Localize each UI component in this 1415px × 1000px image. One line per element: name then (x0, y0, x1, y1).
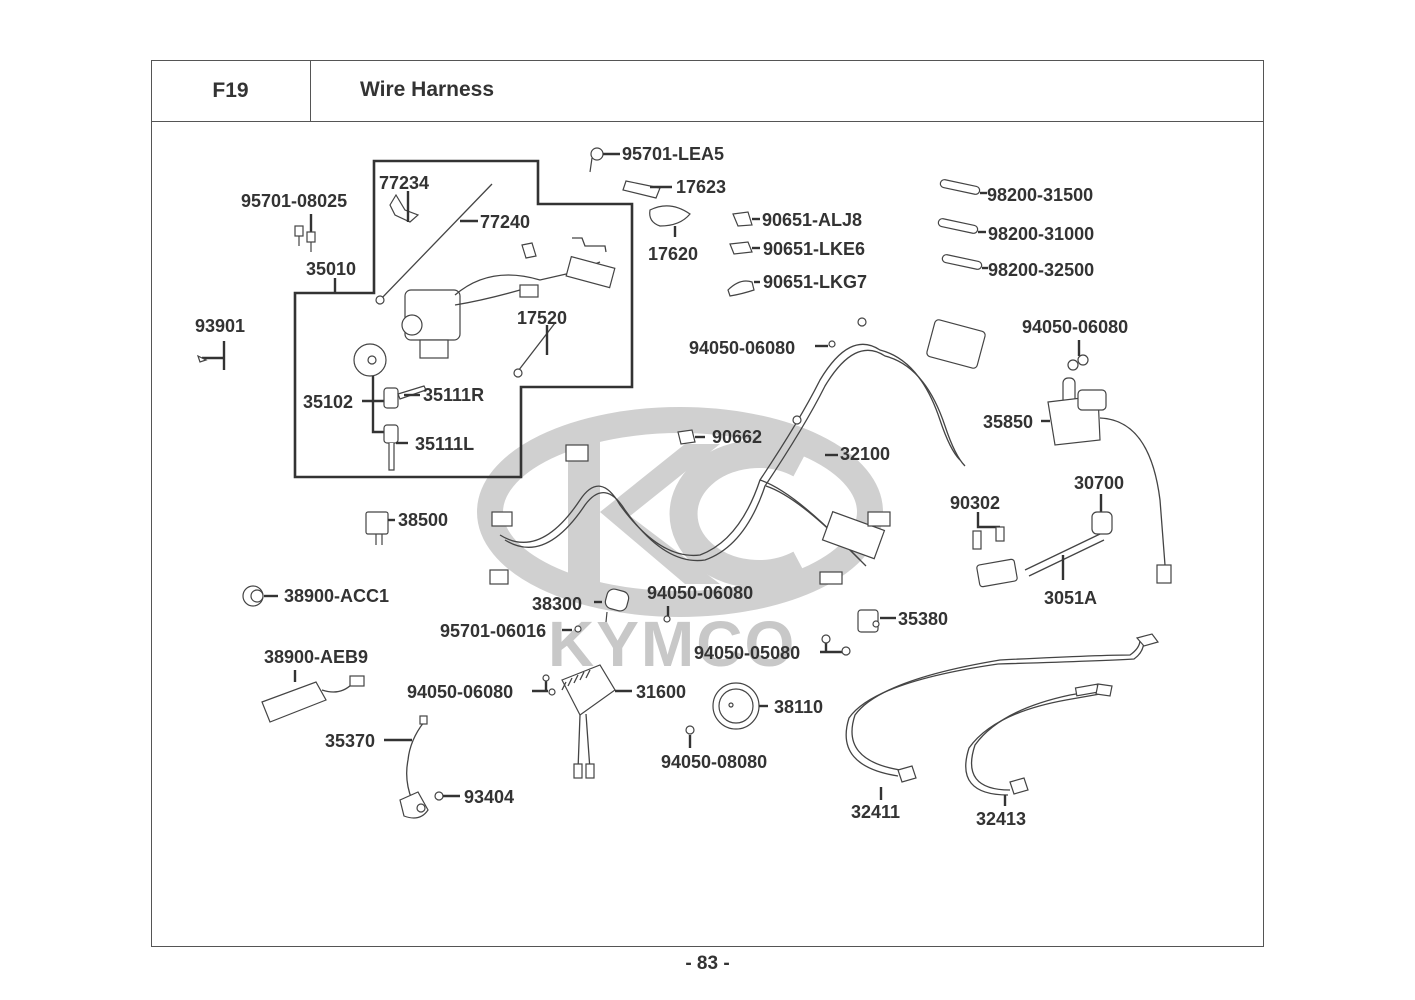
diagram-frame (151, 60, 1264, 947)
part-label-90651-LKG7: 90651-LKG7 (763, 272, 868, 292)
part-label-90651-LKE6: 90651-LKE6 (763, 239, 866, 259)
header-divider (311, 121, 1264, 122)
relay-icon-38500 (365, 511, 395, 545)
lever-icon-77234 (389, 191, 420, 223)
part-label-32100: 32100 (840, 444, 891, 464)
part-label-30700: 30700 (1074, 473, 1125, 493)
nut-icon-94050-05080 (820, 634, 851, 656)
part-label-94050-06080-a: 94050-06080 (689, 338, 796, 358)
sensor-icon-38300 (594, 588, 630, 623)
part-label-98200-31000: 98200-31000 (988, 224, 1095, 244)
holder-icon-17620 (649, 205, 691, 237)
clip-icon-90662 (677, 429, 705, 445)
ignition-coil-icon-35850 (1041, 377, 1172, 584)
part-label-35111R: 35111R (423, 385, 485, 405)
key-cylinder-cap-icon-35102 (353, 343, 387, 434)
screw-icon-95701-06016 (562, 625, 582, 633)
part-label-38900-ACC1: 38900-ACC1 (284, 586, 390, 606)
part-label-17623: 17623 (676, 177, 727, 197)
fuse-icon-98200-31000 (937, 218, 986, 234)
bolt-icon-94050-06080-a (815, 340, 836, 348)
key-icon-35111L (383, 424, 408, 471)
clip-icon-90651-ALJ8 (732, 211, 760, 227)
battery-cable-icon-32413 (965, 683, 1113, 806)
screw-icon-93404 (434, 791, 460, 801)
ignition-lead-icon-3051A (976, 533, 1105, 588)
part-label-35010: 35010 (306, 259, 357, 279)
part-label-38500: 38500 (398, 510, 449, 530)
part-label-95701-08025: 95701-08025 (241, 191, 348, 211)
part-label-94050-06080-d: 94050-06080 (407, 682, 514, 702)
bolt-icon-95701-LEA5 (589, 147, 620, 173)
battery-cable-icon-32411 (845, 633, 1160, 800)
kymco-watermark-text: KYMCO (548, 608, 797, 680)
cable-icon-17520 (513, 322, 556, 378)
bolt-icon-90302 (972, 512, 1005, 550)
part-label-32411: 32411 (851, 802, 901, 822)
part-label-38900-AEB9: 38900-AEB9 (264, 647, 369, 667)
spark-plug-cap-icon-30700 (1091, 494, 1113, 535)
part-label-94050-06080-c: 94050-06080 (647, 583, 754, 603)
part-label-93901: 93901 (195, 316, 246, 336)
part-label-3051A: 3051A (1044, 588, 1098, 608)
part-label-35111L: 35111L (415, 434, 475, 454)
horn-icon-38110 (712, 682, 768, 730)
part-label-38110: 38110 (774, 697, 824, 717)
section-code: F19 (151, 60, 311, 122)
part-label-94050-06080-b: 94050-06080 (1022, 317, 1129, 337)
part-label-17520: 17520 (517, 308, 568, 328)
part-label-77234: 77234 (379, 173, 430, 193)
page-number: - 83 - (685, 953, 730, 974)
part-label-35102: 35102 (303, 392, 354, 412)
bolt-icon-95701-08025 (294, 214, 316, 252)
sensor-icon-35370 (384, 715, 429, 819)
part-label-93404: 93404 (464, 787, 515, 807)
key-icon-35111R (383, 385, 427, 409)
part-label-90662: 90662 (712, 427, 763, 447)
part-label-94050-08080: 94050-08080 (661, 752, 768, 772)
part-label-95701-LEA5: 95701-LEA5 (622, 144, 725, 164)
regulator-icon-31600 (561, 664, 632, 779)
part-label-90651-ALJ8: 90651-ALJ8 (762, 210, 863, 230)
bolt-icon-94050-06080-b (1067, 340, 1089, 371)
bolt-icon-94050-08080 (685, 725, 695, 748)
part-label-31600: 31600 (636, 682, 687, 702)
part-label-98200-32500: 98200-32500 (988, 260, 1095, 280)
part-label-35850: 35850 (983, 412, 1034, 432)
part-label-95701-06016: 95701-06016 (440, 621, 547, 641)
kit-outline-35010 (293, 159, 634, 479)
ignition-switch-icon-35010 (401, 237, 616, 359)
part-label-17620: 17620 (648, 244, 699, 264)
module-icon-38900-AEB9 (261, 670, 365, 723)
part-label-98200-31500: 98200-31500 (987, 185, 1094, 205)
part-label-94050-05080: 94050-05080 (694, 643, 801, 663)
bolt-icon-94050-06080-c (663, 606, 671, 623)
part-label-77240: 77240 (480, 212, 531, 232)
part-label-35380: 35380 (898, 609, 949, 629)
part-label-32413: 32413 (976, 809, 1027, 829)
bracket-icon-17623 (622, 180, 672, 199)
wire-harness-icon-32100 (489, 317, 986, 585)
cable-icon-77240 (375, 183, 493, 305)
screw-icon-93901 (196, 341, 226, 370)
clip-icon-90651-LKE6 (729, 241, 760, 255)
part-label-35370: 35370 (325, 731, 376, 751)
part-label-90302: 90302 (950, 493, 1001, 513)
page-title: Wire Harness (360, 78, 495, 101)
fuse-icon-98200-32500 (941, 254, 988, 270)
part-label-38300: 38300 (532, 594, 583, 614)
fuse-icon-98200-31500 (939, 179, 987, 195)
bolt-icon-94050-06080-d (532, 674, 556, 696)
socket-icon-38900-ACC1 (242, 585, 278, 607)
clip-icon-90651-LKG7 (727, 280, 760, 297)
switch-icon-35380 (857, 609, 896, 633)
